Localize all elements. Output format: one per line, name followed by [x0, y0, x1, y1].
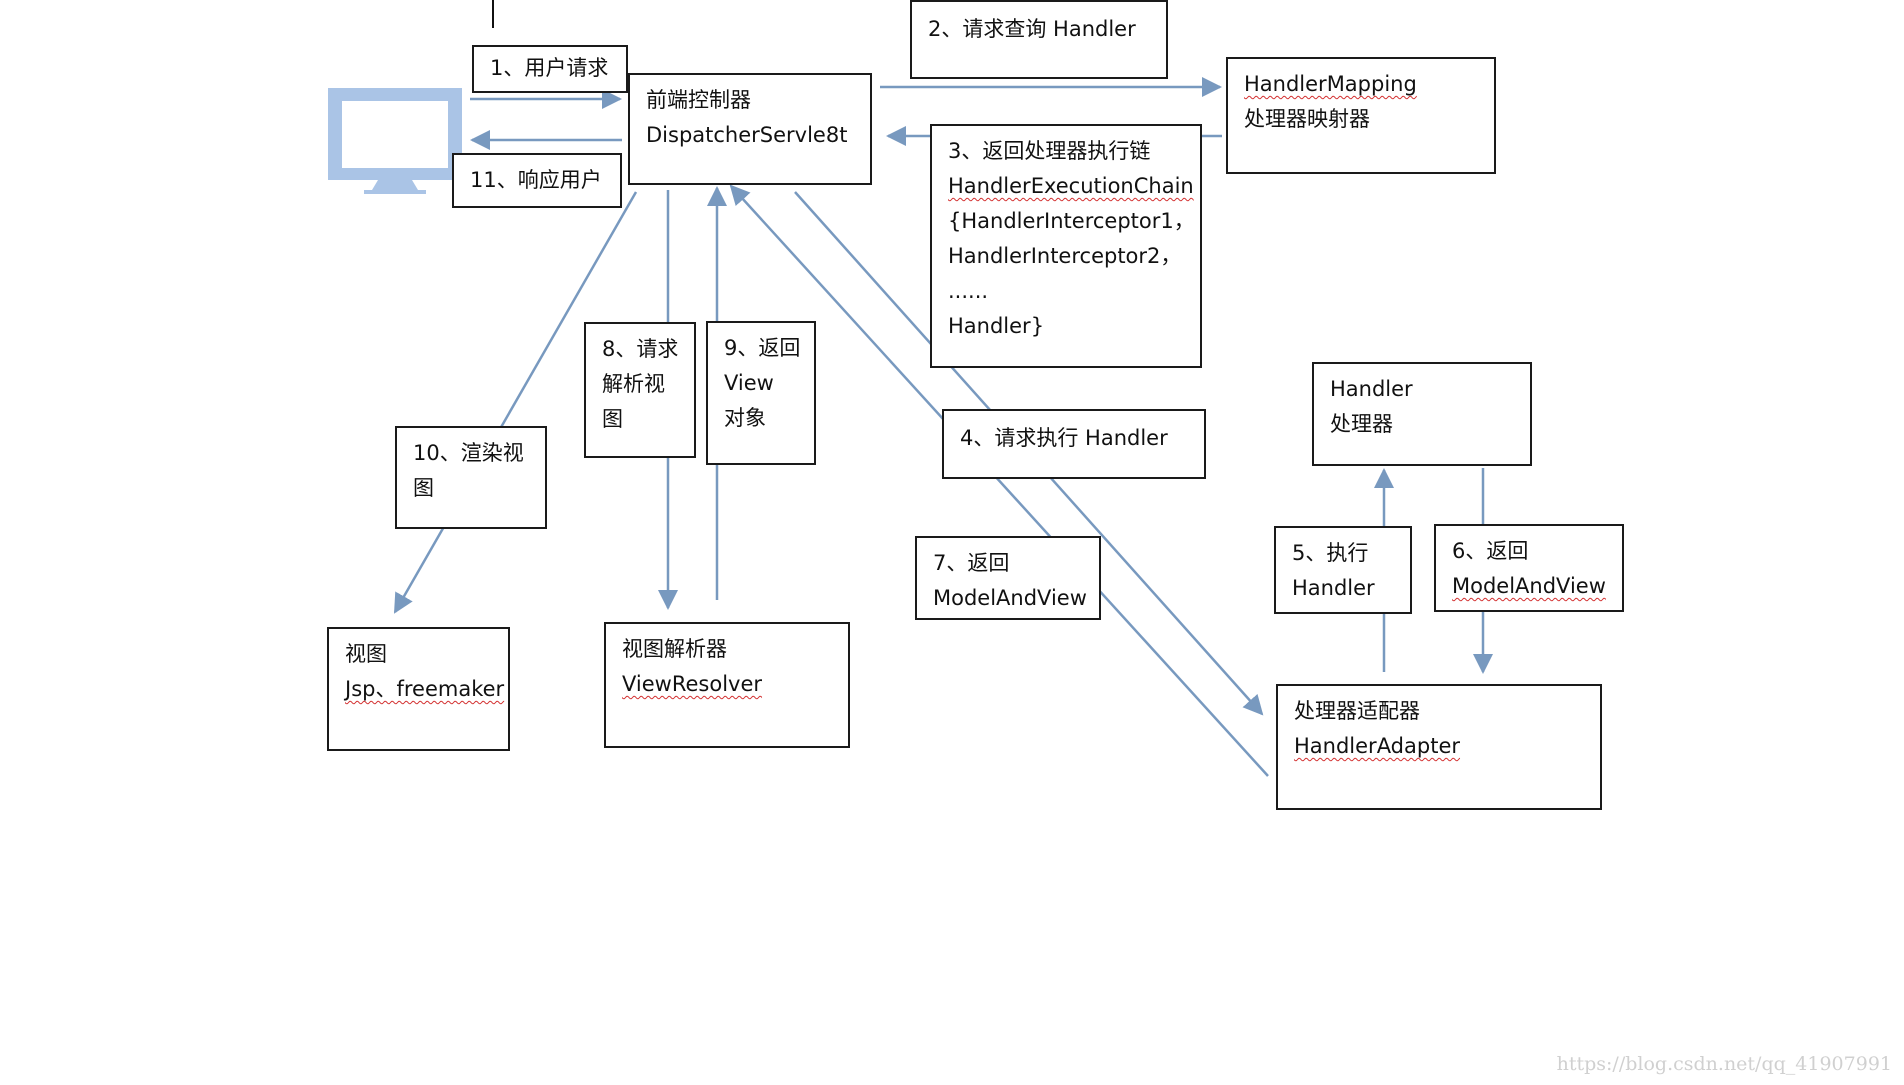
watermark: https://blog.csdn.net/qq_41907991 — [1556, 1053, 1892, 1075]
view-box: 视图 Jsp、freemaker — [327, 627, 510, 751]
arrow-10-render-view — [393, 191, 638, 614]
step-1-label: 1、用户请求 — [472, 45, 628, 93]
dispatcher-class: DispatcherServle8t — [646, 123, 848, 147]
step-8-label: 8、请求 解析视 图 — [584, 322, 696, 458]
view-label: 视图 — [345, 642, 387, 666]
mapping-class: HandlerMapping — [1244, 72, 1417, 96]
step-6-label: 6、返回 ModelAndView — [1434, 524, 1624, 612]
monitor-icon — [328, 88, 462, 194]
handler-box: Handler 处理器 — [1312, 362, 1532, 466]
dispatcher-label: 前端控制器 — [646, 88, 751, 112]
handler-adapter-box: 处理器适配器 HandlerAdapter — [1276, 684, 1602, 810]
view-types: Jsp、freemaker — [345, 677, 505, 701]
resolver-class: ViewResolver — [622, 672, 763, 696]
step-5-label: 5、执行 Handler — [1274, 526, 1412, 614]
adapter-class: HandlerAdapter — [1294, 734, 1461, 758]
handler-label: 处理器 — [1330, 412, 1393, 436]
step-3-label: 3、返回处理器执行链 HandlerExecutionChain {Handle… — [930, 124, 1202, 368]
step-11-label: 11、响应用户 — [452, 153, 622, 208]
view-resolver-box: 视图解析器 ViewResolver — [604, 622, 850, 748]
step-10-label: 10、渲染视 图 — [395, 426, 547, 529]
dispatcher-servlet-box: 前端控制器 DispatcherServle8t — [628, 73, 872, 185]
step-9-label: 9、返回 View 对象 — [706, 321, 816, 465]
step-4-label: 4、请求执行 Handler — [942, 409, 1206, 479]
step-2-label: 2、请求查询 Handler — [910, 0, 1168, 79]
mapping-label: 处理器映射器 — [1244, 107, 1370, 131]
arrow-7-return-modelandview — [729, 184, 1269, 777]
handler-class: Handler — [1330, 377, 1413, 401]
handler-mapping-box: HandlerMapping 处理器映射器 — [1226, 57, 1496, 174]
step-7-label: 7、返回 ModelAndView — [915, 536, 1101, 620]
adapter-label: 处理器适配器 — [1294, 699, 1420, 723]
text-cursor — [492, 0, 494, 28]
resolver-label: 视图解析器 — [622, 637, 727, 661]
